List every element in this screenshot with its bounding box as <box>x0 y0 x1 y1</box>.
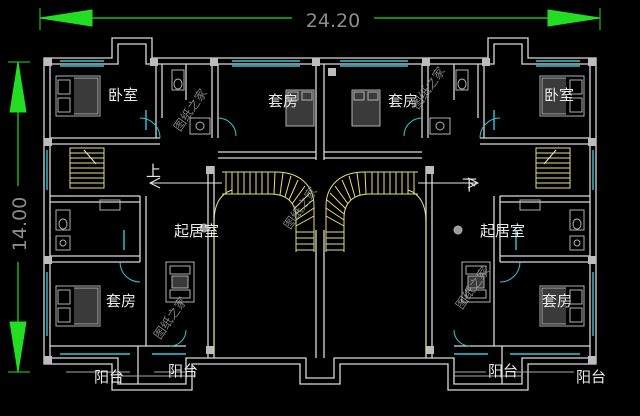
room-label-bedroom-right: 卧室 <box>544 86 574 104</box>
bathroom-fixtures <box>55 69 585 251</box>
dimension-width-label: 24.20 <box>306 10 360 32</box>
room-label-living-left: 起居室 <box>174 222 219 240</box>
room-label-bedroom-left: 卧室 <box>108 86 138 104</box>
sofa-set-icon <box>165 261 195 303</box>
room-label-balcony-2: 阳台 <box>168 362 198 380</box>
stair-down-label: 下 <box>462 176 477 194</box>
door-swings <box>119 117 521 347</box>
dimension-height-label: 14.00 <box>9 197 31 251</box>
dimension-height <box>8 61 30 373</box>
room-label-balcony-1: 阳台 <box>94 368 124 386</box>
room-label-suite-bottom-left: 套房 <box>106 292 136 310</box>
room-label-suite-top-right: 套房 <box>388 92 418 110</box>
stair-arrows <box>148 177 480 189</box>
windows <box>46 60 594 355</box>
bed-icon <box>351 89 381 127</box>
bed-icon <box>55 285 101 327</box>
room-label-balcony-3: 阳台 <box>488 362 518 380</box>
bed-icon <box>539 285 585 327</box>
room-label-balcony-4: 阳台 <box>576 368 606 386</box>
bed-icon <box>55 75 101 117</box>
room-label-suite-bottom-right: 套房 <box>542 292 572 310</box>
balcony-railings <box>66 371 574 377</box>
room-label-suite-top-left: 套房 <box>268 92 298 110</box>
bed-icon <box>539 75 585 117</box>
stair-up-label: 上 <box>146 162 161 180</box>
sofa-set-icon <box>461 261 491 303</box>
living-room-outlines <box>213 189 427 358</box>
side-staircases <box>69 147 571 189</box>
central-staircase <box>222 171 418 252</box>
bed-icon <box>285 89 315 127</box>
room-label-living-right: 起居室 <box>480 222 525 240</box>
structural-columns <box>44 58 596 364</box>
